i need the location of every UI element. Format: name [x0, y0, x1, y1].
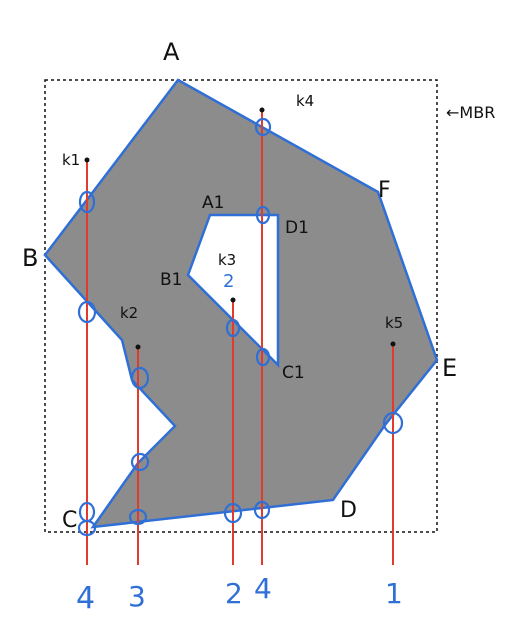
- label-D: D: [340, 498, 357, 523]
- intersection-marker: [225, 318, 241, 338]
- label-B1: B1: [160, 270, 182, 290]
- label-k4: k4: [296, 92, 314, 110]
- intersection-marker: [77, 300, 97, 324]
- label-k2: k2: [120, 304, 138, 322]
- query-point-dots: [84, 107, 396, 350]
- k2-dot: [135, 344, 141, 350]
- k5-dot: [390, 341, 396, 347]
- mbr-label: ←MBR: [446, 103, 495, 122]
- query-point-labels: k1 k2 k3 2 k4 k5: [62, 92, 403, 332]
- label-D1: D1: [285, 218, 309, 238]
- k3-dot: [230, 297, 236, 303]
- label-F: F: [378, 178, 391, 203]
- k3-count: 2: [223, 271, 234, 292]
- intersection-marker: [130, 452, 150, 472]
- label-E: E: [442, 354, 457, 382]
- ray-counts: 4 3 2 4 1: [76, 572, 403, 616]
- label-k5: k5: [385, 314, 403, 332]
- count-ray-k5: 1: [385, 577, 403, 610]
- intersection-marker: [253, 500, 271, 520]
- polygon-with-hole: [43, 78, 439, 529]
- intersection-marker: [255, 347, 271, 367]
- count-ray-k3: 2: [225, 577, 243, 610]
- count-ray-k4: 4: [254, 572, 272, 605]
- intersection-marker: [255, 205, 271, 225]
- intersection-marker: [77, 519, 97, 537]
- mbr-box: [44, 79, 438, 533]
- intersection-marker: [130, 366, 150, 390]
- label-k1: k1: [62, 151, 80, 169]
- count-ray-k2: 3: [128, 580, 146, 613]
- k1-dot: [84, 157, 90, 163]
- count-ray-k1: 4: [76, 581, 95, 616]
- intersection-marker: [128, 508, 148, 526]
- k4-dot: [259, 107, 265, 113]
- intersection-marker: [223, 502, 243, 524]
- label-C1: C1: [282, 363, 305, 383]
- intersection-marker: [382, 411, 404, 435]
- label-A: A: [163, 38, 180, 66]
- label-C: C: [62, 508, 77, 533]
- intersection-marker: [78, 190, 96, 214]
- intersection-marker: [254, 117, 272, 137]
- rays: [86, 110, 394, 565]
- label-A1: A1: [202, 193, 224, 213]
- vertex-labels: A B C D E F A1 B1 C1 D1: [22, 38, 457, 533]
- label-B: B: [22, 244, 38, 272]
- label-k3: k3: [218, 251, 236, 269]
- intersection-markers: [77, 117, 404, 537]
